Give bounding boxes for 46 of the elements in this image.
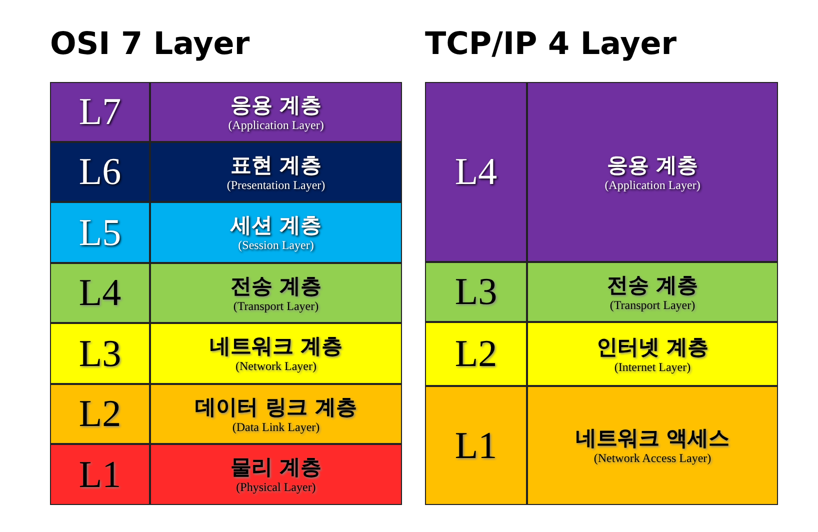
layer-number-cell: L4 [50,263,150,323]
layer-number-cell: L3 [425,262,527,322]
layer-name: 표현 계층 [230,152,322,178]
layer-name-cell [150,384,402,444]
table-heading: OSI 7 Layer [50,25,250,64]
layer-subtitle: (Presentation Layer) [226,178,326,192]
layer-number-cell: L5 [50,202,150,263]
layer-name: 물리 계층 [230,454,322,480]
layer-subtitle: (Network Layer) [236,359,316,374]
layer-subtitle: (Application Layer) [604,178,700,192]
layer-subtitle: (Physical Layer) [236,480,316,495]
layer-name: 데이터 링크 계층 [195,394,357,420]
layer-number-cell: L4 [425,82,527,262]
layer-number-cell: L2 [50,384,150,444]
layer-name-cell [527,262,778,322]
layer-name-cell [527,386,778,505]
layer-subtitle: (Session Layer) [238,238,314,253]
layer-subtitle: (Transport Layer) [610,298,696,312]
layer-name-cell [527,322,778,386]
layer-number-cell: L7 [50,82,150,142]
layer-name-cell [150,263,402,323]
layer-name: 인터넷 계층 [596,334,709,360]
layer-name-cell [150,444,402,505]
layer-name-cell [150,82,402,142]
layer-name-cell [150,142,402,202]
layer-subtitle: (Transport Layer) [233,298,319,314]
layer-subtitle: (Internet Layer) [614,360,691,374]
layer-name: 전송 계층 [230,272,322,298]
layer-subtitle: (Network Access Layer) [594,451,712,466]
layer-name-cell [527,82,778,262]
layer-name-cell [150,323,402,384]
layer-subtitle: (Data Link Layer) [232,420,320,434]
table-heading: TCP/IP 4 Layer [425,25,677,64]
layer-name: 응용 계층 [230,92,322,118]
layer-name: 네트워크 액세스 [575,425,730,451]
layer-name-cell [150,202,402,263]
layer-number-cell: L6 [50,142,150,202]
layer-name: 전송 계층 [606,272,698,298]
layer-number-cell: L1 [425,386,527,505]
layer-number-cell: L3 [50,323,150,384]
layer-number-cell: L1 [50,444,150,505]
layer-name: 네트워크 계층 [209,333,343,359]
layer-number-cell: L2 [425,322,527,386]
layer-subtitle: (Application Layer) [228,118,324,132]
layer-name: 응용 계층 [606,152,698,178]
layer-name: 세션 계층 [230,212,322,238]
